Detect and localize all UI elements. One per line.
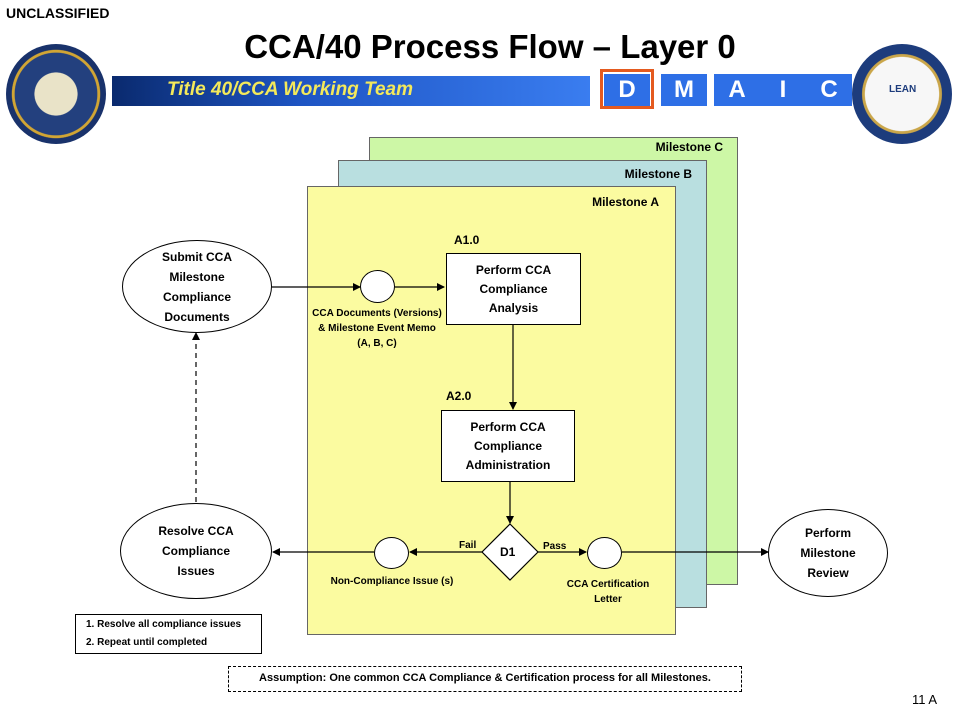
a2-label: A2.0: [446, 389, 472, 403]
page-title-text: CCA/40 Process Flow – Layer 0: [244, 28, 736, 65]
milestone-review-text: Perform Milestone Review: [800, 526, 856, 580]
submit-documents-node: Submit CCA Milestone Compliance Document…: [122, 240, 272, 333]
milestone-b-label: Milestone B: [624, 167, 692, 181]
dmaic-define[interactable]: D: [604, 74, 650, 106]
certification-label: CCA Certification Letter: [566, 579, 650, 605]
submit-documents-text: Submit CCA Milestone Compliance Document…: [162, 249, 232, 324]
a1-label: A1.0: [454, 233, 480, 247]
noncompliance-circle: [374, 537, 409, 569]
team-banner: Title 40/CCA Working Team: [112, 76, 590, 106]
milestone-review-node: Perform Milestone Review: [768, 509, 888, 597]
dmaic-control[interactable]: C: [806, 74, 852, 106]
classification-label: UNCLASSIFIED: [6, 5, 110, 21]
certification-circle: [587, 537, 622, 569]
resolve-steps-note: 1. Resolve all compliance issues 2. Repe…: [75, 614, 262, 654]
pass-label: Pass: [543, 541, 567, 552]
dod-seal-icon: [6, 44, 106, 144]
noncompliance-label: Non-Compliance Issue (s): [330, 576, 454, 587]
resolve-issues-text: Resolve CCA Compliance Issues: [158, 524, 234, 578]
milestone-c-label: Milestone C: [655, 140, 723, 154]
a1-process-text: Perform CCA Compliance Analysis: [475, 262, 552, 315]
decision-diamond: [481, 523, 539, 581]
page-number: 11 A: [912, 692, 938, 707]
dmaic-selected-highlight: [600, 69, 654, 109]
assumption-box: Assumption: One common CCA Compliance & …: [228, 666, 742, 692]
dmaic-measure[interactable]: M: [661, 74, 707, 106]
lean-six-sigma-seal-icon: LEAN: [852, 44, 952, 144]
fail-label: Fail: [459, 540, 477, 551]
d1-label: D1: [500, 545, 516, 559]
a1-process-box: Perform CCA Compliance Analysis: [446, 253, 581, 325]
a2-process-box: Perform CCA Compliance Administration: [441, 410, 575, 482]
resolve-step-1: 1. Resolve all compliance issues: [86, 619, 242, 630]
team-banner-text: Title 40/CCA Working Team: [167, 79, 413, 100]
assumption-text: Assumption: One common CCA Compliance & …: [259, 672, 711, 684]
dmaic-analyze[interactable]: A: [714, 74, 760, 106]
docs-connector-circle: [360, 270, 395, 303]
resolve-issues-node: Resolve CCA Compliance Issues: [120, 503, 272, 599]
docs-label: CCA Documents (Versions) & Milestone Eve…: [312, 308, 442, 349]
resolve-step-2: 2. Repeat until completed: [86, 637, 208, 648]
page-title: CCA/40 Process Flow – Layer 0: [0, 28, 960, 66]
dmaic-improve[interactable]: I: [760, 74, 806, 106]
seal-lean-text: LEAN: [889, 84, 917, 95]
a2-process-text: Perform CCA Compliance Administration: [465, 419, 551, 472]
milestone-a-label: Milestone A: [592, 195, 659, 209]
